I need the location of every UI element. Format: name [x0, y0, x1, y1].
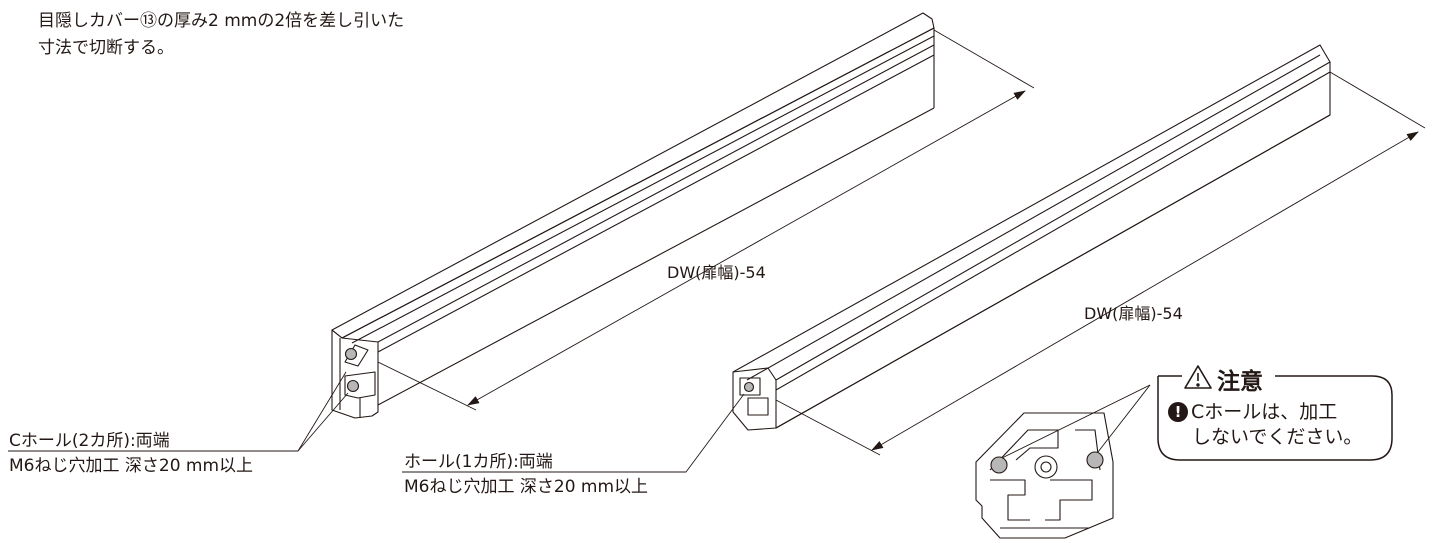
left-callout-line-1: Cホール(2カ所):両端: [9, 431, 170, 451]
warning-line-2: しないでください。: [1192, 426, 1363, 448]
warning-box: [1157, 375, 1393, 461]
note-line-1: 目隠しカバー⑬の厚み2 mmの2倍を差し引いた: [38, 11, 405, 31]
left-dimension-label: DW(扉幅)-54: [667, 263, 766, 282]
cross-section: [975, 384, 1151, 539]
left-profile-bar: [331, 12, 935, 419]
left-callout-line-2: M6ねじ穴加工 深さ20 mm以上: [9, 456, 254, 476]
note-line-2: 寸法で切断する。: [38, 38, 174, 58]
right-dimension-label: DW(扉幅)-54: [1084, 304, 1183, 323]
warning-text-1: Cホールは、加工: [1191, 401, 1338, 423]
leader-lines: [8, 371, 745, 473]
right-dimension: [775, 71, 1426, 456]
warning-line-1: !Cホールは、加工: [1168, 401, 1337, 424]
exclamation-circle-icon: !: [1168, 402, 1188, 422]
cut-instruction-note: 目隠しカバー⑬の厚み2 mmの2倍を差し引いた 寸法で切断する。: [38, 8, 404, 62]
center-callout-line-1: ホール(1カ所):両端: [404, 452, 553, 472]
center-callout-line-2: M6ねじ穴加工 深さ20 mm以上: [404, 477, 649, 497]
warning-title: 注意: [1213, 362, 1267, 396]
warning-triangle-icon: [1184, 365, 1212, 389]
